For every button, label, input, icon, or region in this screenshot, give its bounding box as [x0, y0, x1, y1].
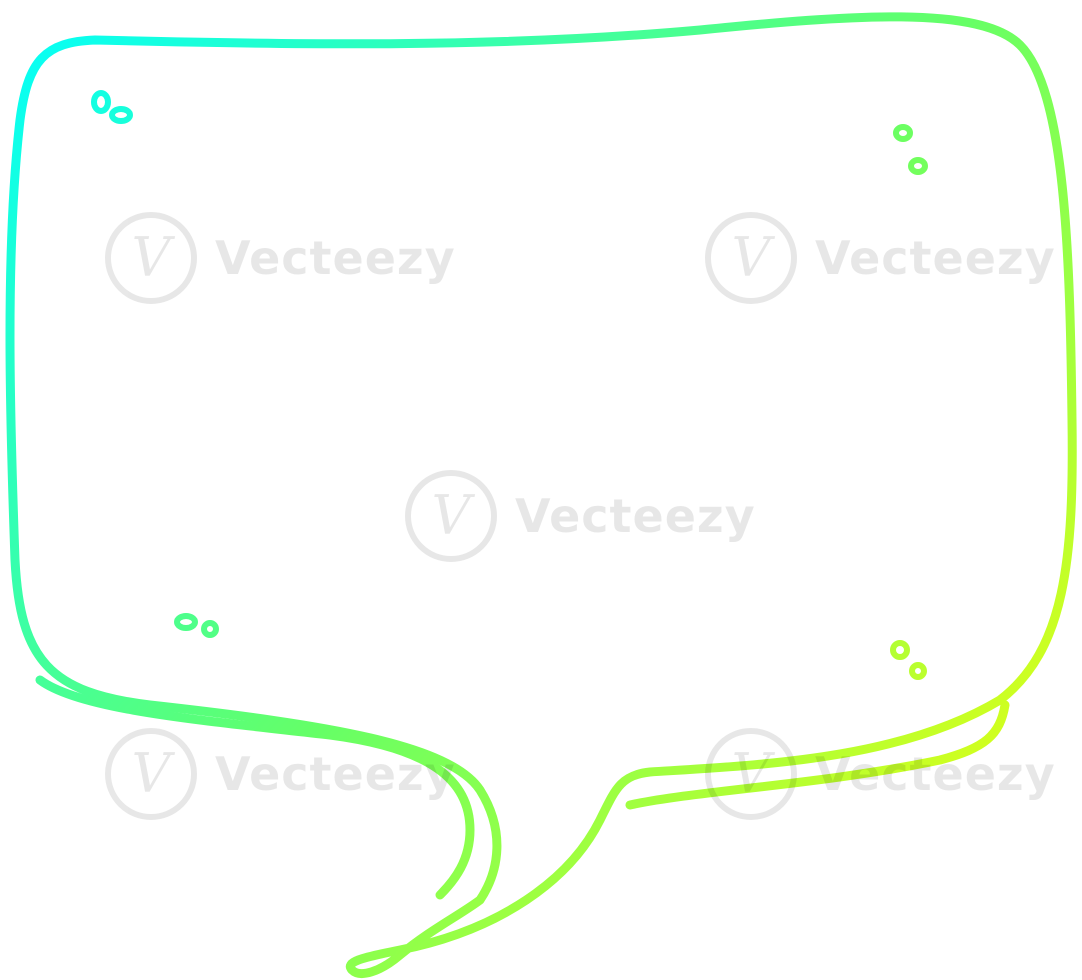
accent-mark	[91, 90, 111, 114]
accent-mark	[174, 613, 198, 631]
bubble-outline	[5, 12, 1077, 978]
accent-mark	[908, 157, 928, 175]
accent-mark	[890, 640, 910, 660]
accent-mark	[201, 620, 219, 638]
accent-mark	[909, 662, 927, 680]
accent-mark	[893, 124, 913, 142]
bubble-inner-rim-right	[625, 700, 1010, 810]
accent-mark	[109, 106, 133, 124]
bubble-inner-rim-left	[35, 675, 475, 900]
